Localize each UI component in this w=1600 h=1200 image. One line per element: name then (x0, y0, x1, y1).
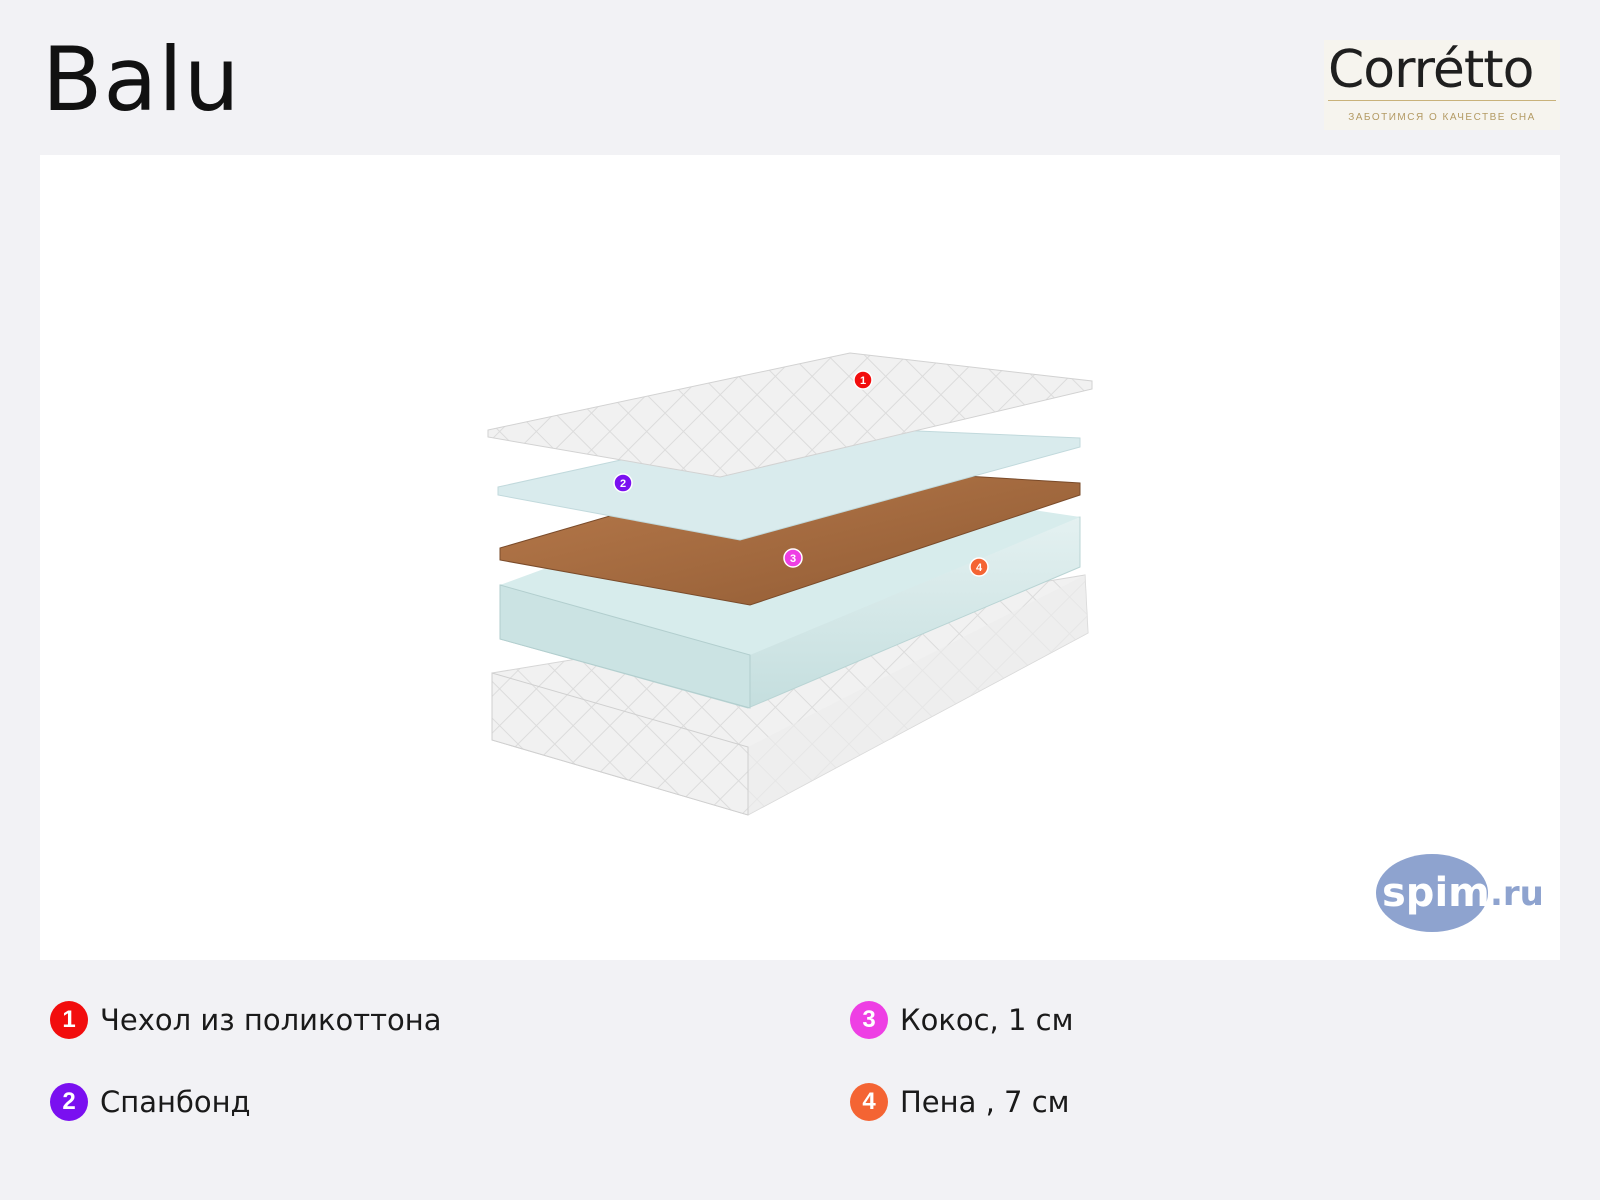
spim-blob (1376, 854, 1488, 932)
brand-name: Corrétto (1328, 40, 1534, 100)
top-cover-layer (487, 352, 1093, 478)
marker-2: 2 (613, 473, 633, 493)
product-title: Balu (42, 28, 241, 131)
legend-item-3: 3 Кокос, 1 см (850, 1001, 1073, 1039)
marker-1: 1 (853, 370, 873, 390)
legend-label-3: Кокос, 1 см (900, 1003, 1074, 1037)
legend-item-4: 4 Пена , 7 см (850, 1083, 1070, 1121)
svg-text:2: 2 (620, 478, 626, 490)
svg-text:3: 3 (790, 553, 796, 565)
brand-logo: Corrétto ЗАБОТИМСЯ О КАЧЕСТВЕ СНА (1324, 40, 1560, 130)
spim-text: spim (1382, 870, 1490, 916)
product-image-panel: 1 2 3 4 (40, 155, 1560, 960)
mattress-layers-illustration: 1 2 3 4 (487, 352, 1093, 816)
marker-4: 4 (969, 557, 989, 577)
spim-watermark: spim .ru (1376, 852, 1546, 938)
legend-label-2: Спанбонд (100, 1085, 251, 1119)
legend-label-1: Чехол из поликоттона (100, 1003, 442, 1037)
svg-text:1: 1 (860, 375, 866, 387)
legend-badge-4: 4 (850, 1083, 888, 1121)
legend-badge-3: 3 (850, 1001, 888, 1039)
marker-3: 3 (783, 548, 803, 568)
spim-suffix: .ru (1490, 874, 1544, 914)
svg-text:4: 4 (976, 562, 983, 574)
legend-label-4: Пена , 7 см (900, 1085, 1070, 1119)
legend-item-2: 2 Спанбонд (50, 1083, 251, 1121)
legend-item-1: 1 Чехол из поликоттона (50, 1001, 441, 1039)
brand-divider (1328, 100, 1556, 101)
legend-badge-1: 1 (50, 1001, 88, 1039)
brand-tagline: ЗАБОТИМСЯ О КАЧЕСТВЕ СНА (1348, 112, 1536, 123)
legend-badge-2: 2 (50, 1083, 88, 1121)
